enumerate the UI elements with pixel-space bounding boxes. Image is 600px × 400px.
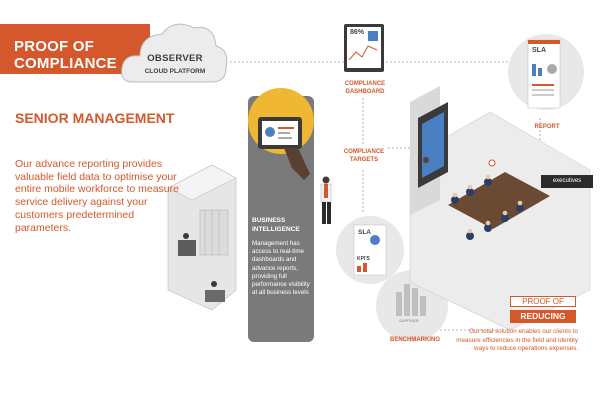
report-document-illustration: [527, 39, 561, 109]
reducing-costs-badge: REDUCING COSTS: [510, 310, 576, 334]
compliance-targets-label: COMPLIANCE TARGETS: [343, 149, 385, 163]
executives-badge: executives: [541, 175, 593, 188]
kpi-sla-label: SLA: [358, 229, 371, 236]
description-paragraph: Our advance reporting provides valuable …: [15, 158, 179, 234]
dashboard-monitor-illustration: [344, 24, 384, 72]
standing-person-illustration: [320, 176, 332, 224]
kpi-document-illustration: [353, 224, 387, 276]
meeting-room-illustration: [409, 86, 591, 331]
report-label: REPORT: [534, 124, 560, 130]
total-solution-text: Our total solution enables our clients t…: [456, 328, 578, 352]
bi-description: Management has access to real-time dashb…: [252, 240, 310, 297]
banner-title: PROOF OF COMPLIANCE: [14, 38, 117, 72]
section-title: SENIOR MANAGEMENT: [15, 110, 175, 126]
proof-of-label: PROOF OF: [510, 296, 576, 307]
report-sla-label: SLA: [532, 47, 546, 54]
tablet-highlight-circle: [248, 88, 314, 154]
benchmark-chart-illustration: [396, 284, 426, 316]
cloud-title: OBSERVER: [147, 53, 203, 64]
kpis-label: KPI'S: [357, 256, 370, 262]
benchmarking-label: BENCHMARKING: [390, 337, 440, 343]
dashboard-value: 86%: [350, 29, 365, 36]
compliance-dashboard-label: COMPLIANCE DASHBOARD: [344, 81, 386, 95]
cloud-icon: [121, 23, 228, 83]
building-illustration: [167, 164, 237, 311]
cloud-subtitle: CLOUD PLATFORM: [144, 68, 206, 75]
bi-title: BUSINESS INTELLIGENCE: [252, 217, 300, 233]
benchmark-supplier-label: SUPPLIER: [399, 318, 419, 323]
